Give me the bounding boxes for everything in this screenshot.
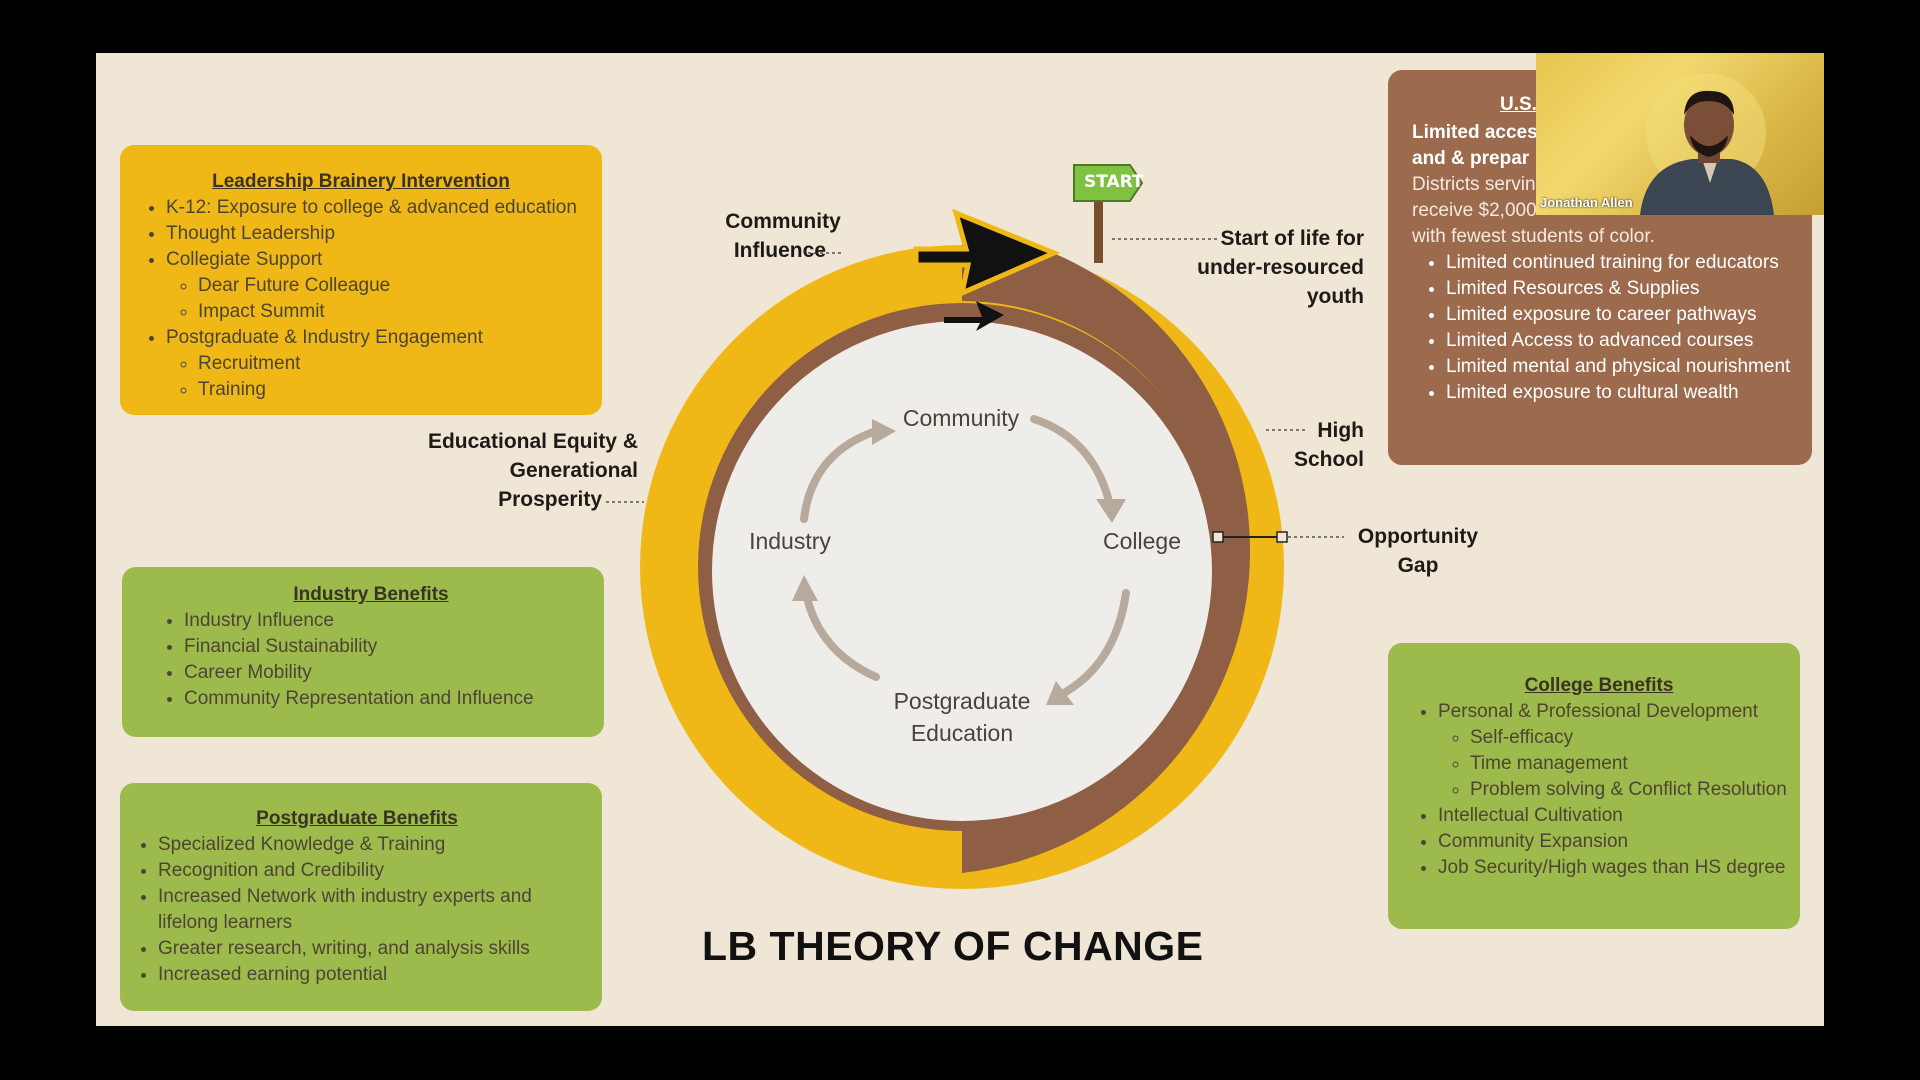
cycle-college: College xyxy=(1103,528,1181,554)
list-subitem: Time management xyxy=(1470,751,1790,777)
community-influence-arrow xyxy=(913,208,1061,298)
industry-heading: Industry Benefits xyxy=(293,584,449,605)
arrowhead xyxy=(872,419,896,445)
start-sign-post xyxy=(1094,178,1103,263)
list-item: Increased Network with industry experts … xyxy=(158,884,586,936)
arrow-industry-to-community xyxy=(800,427,880,523)
list-item: Limited exposure to career pathways xyxy=(1446,302,1796,328)
list-subitem: Impact Summit xyxy=(198,299,586,325)
us-list: Limited continued training for educators… xyxy=(1412,250,1796,406)
arrow-community-to-college xyxy=(1030,415,1114,509)
list-item: Collegiate Support Dear Future Colleague… xyxy=(166,247,586,325)
arrow-postgrad-to-industry xyxy=(802,589,880,681)
arrowhead xyxy=(1046,681,1074,705)
cycle-postgraduate: Postgraduate Education xyxy=(893,688,1031,746)
start-sign xyxy=(1073,164,1144,202)
list-item: Increased earning potential xyxy=(158,962,586,988)
list-subitem: Problem solving & Conflict Resolution xyxy=(1470,777,1790,803)
start-sign-label: START xyxy=(1084,172,1144,192)
list-item: Specialized Knowledge & Training xyxy=(158,832,586,858)
list-item: Limited mental and physical nourishment xyxy=(1446,354,1796,380)
opportunity-gap-label: Opportunity Gap xyxy=(1357,525,1479,577)
list-subitem: Training xyxy=(198,377,586,403)
small-black-arrow xyxy=(944,301,1004,331)
list-subitem: Dear Future Colleague xyxy=(198,273,586,299)
educational-equity-label: Educational Equity & Generational Prospe… xyxy=(427,430,638,511)
list-subitem: Self-efficacy xyxy=(1470,725,1790,751)
community-influence-label: Community Influence xyxy=(725,210,841,262)
list-subitem: Recruitment xyxy=(198,351,586,377)
industry-list: Industry Influence Financial Sustainabil… xyxy=(154,608,588,712)
slide: Leadership Brainery Intervention K-12: E… xyxy=(96,53,1824,1026)
participant-name: Jonathan Allen xyxy=(1540,195,1633,210)
video-participant-tile[interactable]: Jonathan Allen xyxy=(1536,53,1824,215)
us-heading: U.S. xyxy=(1500,94,1537,115)
industry-benefits-box: Industry Benefits Industry Influence Fin… xyxy=(122,567,604,737)
postgrad-list: Specialized Knowledge & Training Recogni… xyxy=(128,832,586,988)
arrowhead xyxy=(792,575,818,601)
list-item: K-12: Exposure to college & advanced edu… xyxy=(166,195,586,221)
leadership-list: K-12: Exposure to college & advanced edu… xyxy=(136,195,586,403)
arrow-college-to-postgrad xyxy=(1060,589,1130,697)
arrowhead xyxy=(1096,499,1126,523)
us-subtitle: Limited acces and & prepar xyxy=(1412,122,1538,169)
gap-marker-left xyxy=(1212,531,1224,543)
list-item: Thought Leadership xyxy=(166,221,586,247)
postgrad-heading: Postgraduate Benefits xyxy=(256,808,458,829)
list-item: Limited Resources & Supplies xyxy=(1446,276,1796,302)
list-item: Financial Sustainability xyxy=(184,634,588,660)
college-benefits-box: College Benefits Personal & Professional… xyxy=(1388,643,1800,929)
inner-circle xyxy=(712,321,1212,821)
college-list: Personal & Professional Development Self… xyxy=(1408,699,1790,881)
postgraduate-benefits-box: Postgraduate Benefits Specialized Knowle… xyxy=(120,783,602,1011)
list-item: Recognition and Credibility xyxy=(158,858,586,884)
list-item: Limited Access to advanced courses xyxy=(1446,328,1796,354)
gap-marker-right xyxy=(1276,531,1288,543)
leadership-heading: Leadership Brainery Intervention xyxy=(212,171,510,192)
list-item: Community Expansion xyxy=(1438,829,1790,855)
list-item: Limited exposure to cultural wealth xyxy=(1446,380,1796,406)
list-item: Job Security/High wages than HS degree xyxy=(1438,855,1790,881)
cycle-community: Community xyxy=(902,405,1020,431)
diagram-title: LB THEORY OF CHANGE xyxy=(702,923,1204,969)
list-item: Community Representation and Influence xyxy=(184,686,588,712)
college-heading: College Benefits xyxy=(1524,675,1674,696)
list-item: Personal & Professional Development Self… xyxy=(1438,699,1790,803)
list-item: Career Mobility xyxy=(184,660,588,686)
leadership-intervention-box: Leadership Brainery Intervention K-12: E… xyxy=(120,145,602,415)
start-of-life-label: Start of life for under-resourced youth xyxy=(1197,227,1364,308)
list-item: Postgraduate & Industry Engagement Recru… xyxy=(166,325,586,403)
participant-video xyxy=(1640,73,1774,215)
theory-cycle-diagram xyxy=(606,164,1344,889)
list-item: Industry Influence xyxy=(184,608,588,634)
us-description: Districts servin receive $2,000 with few… xyxy=(1412,174,1655,247)
high-school-label: High School xyxy=(1293,419,1364,471)
list-item: Greater research, writing, and analysis … xyxy=(158,936,586,962)
cycle-industry: Industry xyxy=(749,528,831,554)
list-item: Intellectual Cultivation xyxy=(1438,803,1790,829)
list-item: Limited continued training for educators xyxy=(1446,250,1796,276)
